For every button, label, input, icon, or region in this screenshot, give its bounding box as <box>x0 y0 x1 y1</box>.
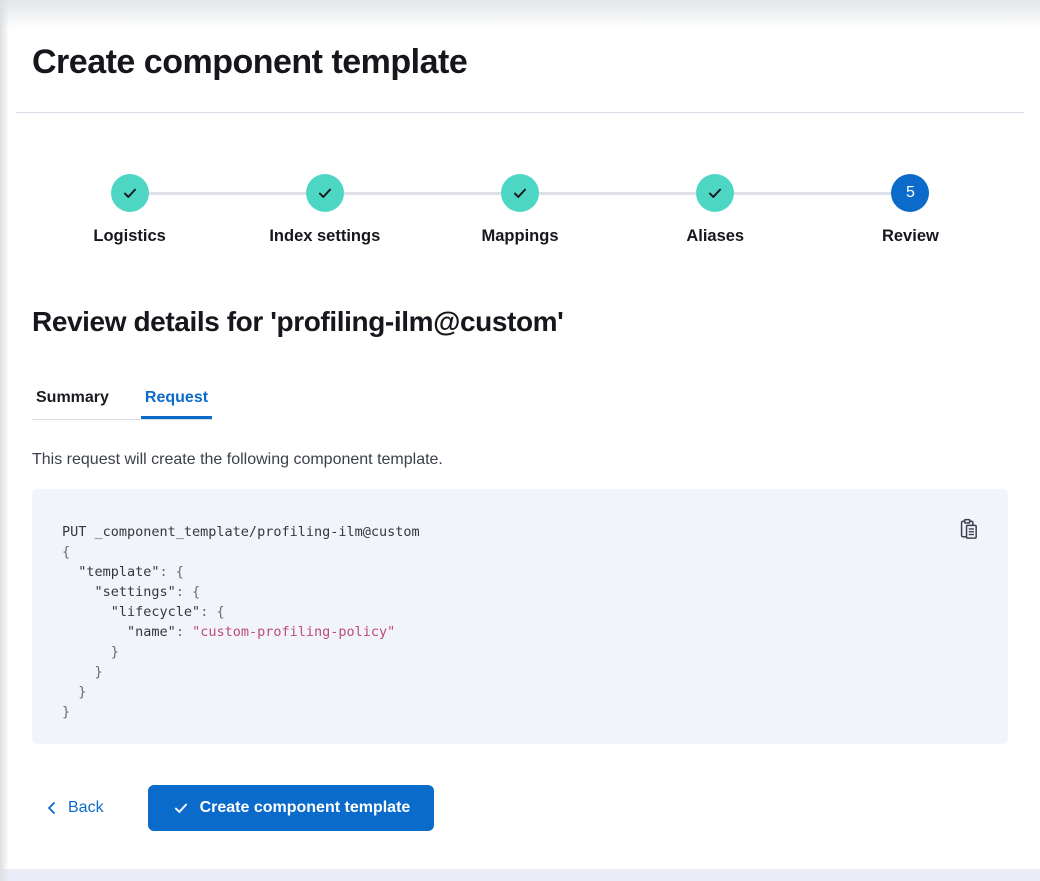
code-segment <box>62 604 111 620</box>
code-segment: : { <box>159 564 184 580</box>
code-line: "settings": { <box>62 582 938 602</box>
step-label: Index settings <box>269 227 381 245</box>
code-segment: "custom-profiling-policy" <box>192 624 396 640</box>
code-segment: } <box>62 684 87 700</box>
copy-button[interactable] <box>954 514 984 544</box>
code-line: "lifecycle": { <box>62 602 938 622</box>
code-segment: PUT _component_template/profiling-ilm@cu… <box>62 524 420 540</box>
code-segment: "name" <box>127 624 176 640</box>
step-label: Review <box>881 227 939 245</box>
code-segment: : { <box>175 584 201 600</box>
code-segment <box>62 624 127 640</box>
step-progress: Logistics Index settings Mappings Aliase… <box>32 174 1008 246</box>
check-icon <box>709 188 722 198</box>
check-icon <box>513 188 527 198</box>
chevron-left-icon <box>48 802 55 814</box>
copy-clipboard-icon <box>960 518 977 539</box>
step-mappings[interactable]: Mappings <box>422 174 618 246</box>
back-button-label: Back <box>68 799 104 816</box>
step-label: Mappings <box>481 227 559 245</box>
step-complete-circle <box>696 174 735 212</box>
check-icon <box>174 803 187 813</box>
step-index-settings[interactable]: Index settings <box>227 174 423 246</box>
step-complete-circle <box>305 174 344 212</box>
code-line: "template": { <box>62 562 938 582</box>
request-code-block: PUT _component_template/profiling-ilm@cu… <box>32 489 1008 744</box>
bottom-page-strip <box>0 869 1040 881</box>
step-complete-circle <box>501 174 539 212</box>
code-line: "name": "custom-profiling-policy" <box>62 622 938 642</box>
step-label: Aliases <box>686 227 745 245</box>
code-line: } <box>62 642 938 662</box>
tab-request[interactable]: Request <box>141 385 212 419</box>
step-label: Logistics <box>93 227 166 245</box>
step-complete-circle <box>110 174 149 212</box>
code-line: } <box>62 702 938 722</box>
request-description: This request will create the following c… <box>32 451 443 468</box>
back-button[interactable]: Back <box>44 799 104 817</box>
review-tabs: Summary Request <box>32 385 213 420</box>
code-segment: { <box>62 544 71 560</box>
code-line: PUT _component_template/profiling-ilm@cu… <box>62 522 938 542</box>
step-number-circle: 5 <box>891 174 930 212</box>
code-segment: } <box>62 644 119 660</box>
code-segment: : { <box>200 604 225 620</box>
step-logistics[interactable]: Logistics <box>32 174 228 246</box>
code-segment <box>62 584 95 600</box>
code-segment: : <box>175 624 193 640</box>
check-icon <box>318 188 331 198</box>
create-component-template-button[interactable]: Create component template <box>147 785 435 831</box>
step-number: 5 <box>905 184 915 201</box>
code-line: } <box>62 682 938 702</box>
step-aliases[interactable]: Aliases <box>617 174 814 246</box>
code-segment: } <box>62 664 103 680</box>
review-heading: Review details for 'profiling-ilm@custom… <box>32 306 564 337</box>
step-review[interactable]: 5 Review <box>812 174 1008 246</box>
code-segment: "template" <box>78 564 160 580</box>
code-line: { <box>62 542 938 562</box>
code-segment: "settings" <box>94 584 176 600</box>
page-title: Create component template <box>32 43 468 81</box>
tab-summary[interactable]: Summary <box>36 389 109 406</box>
create-button-label: Create component template <box>199 799 411 816</box>
code-line: } <box>62 662 938 682</box>
code-segment: } <box>62 704 71 720</box>
check-icon <box>123 188 136 198</box>
header-divider <box>16 112 1024 113</box>
footer-actions: Back Create component template <box>32 785 1008 831</box>
code-segment <box>62 564 78 580</box>
code-segment: "lifecycle" <box>110 604 201 620</box>
